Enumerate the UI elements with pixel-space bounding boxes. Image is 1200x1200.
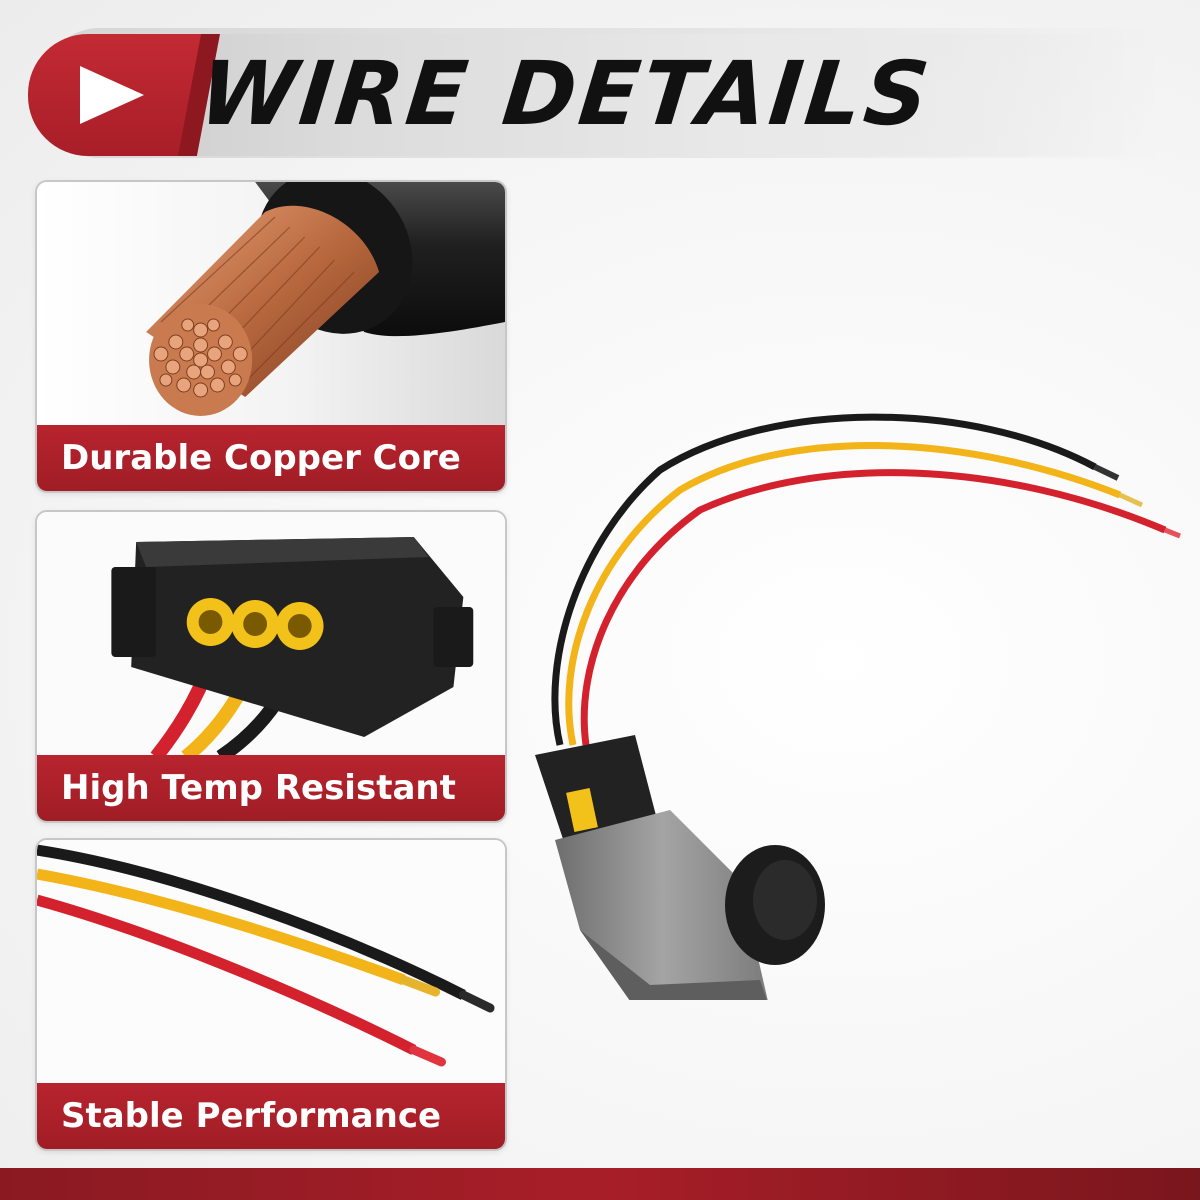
- copper-core-image: [37, 182, 505, 427]
- feature-label-high-temp: High Temp Resistant: [37, 755, 505, 821]
- bottom-bar: [0, 1168, 1200, 1200]
- feature-label-copper-core: Durable Copper Core: [37, 425, 505, 491]
- play-icon: [80, 66, 144, 124]
- wire-ends-image: [37, 840, 505, 1085]
- page-title: WIRE DETAILS: [194, 42, 937, 145]
- feature-card-copper-core: Durable Copper Core: [35, 180, 507, 493]
- feature-card-high-temp: High Temp Resistant: [35, 510, 507, 823]
- wire-harness-product-image: [535, 413, 1181, 1000]
- connector-image: [37, 512, 505, 757]
- feature-card-stable-performance: Stable Performance: [35, 838, 507, 1151]
- feature-label-stable-performance: Stable Performance: [37, 1083, 505, 1149]
